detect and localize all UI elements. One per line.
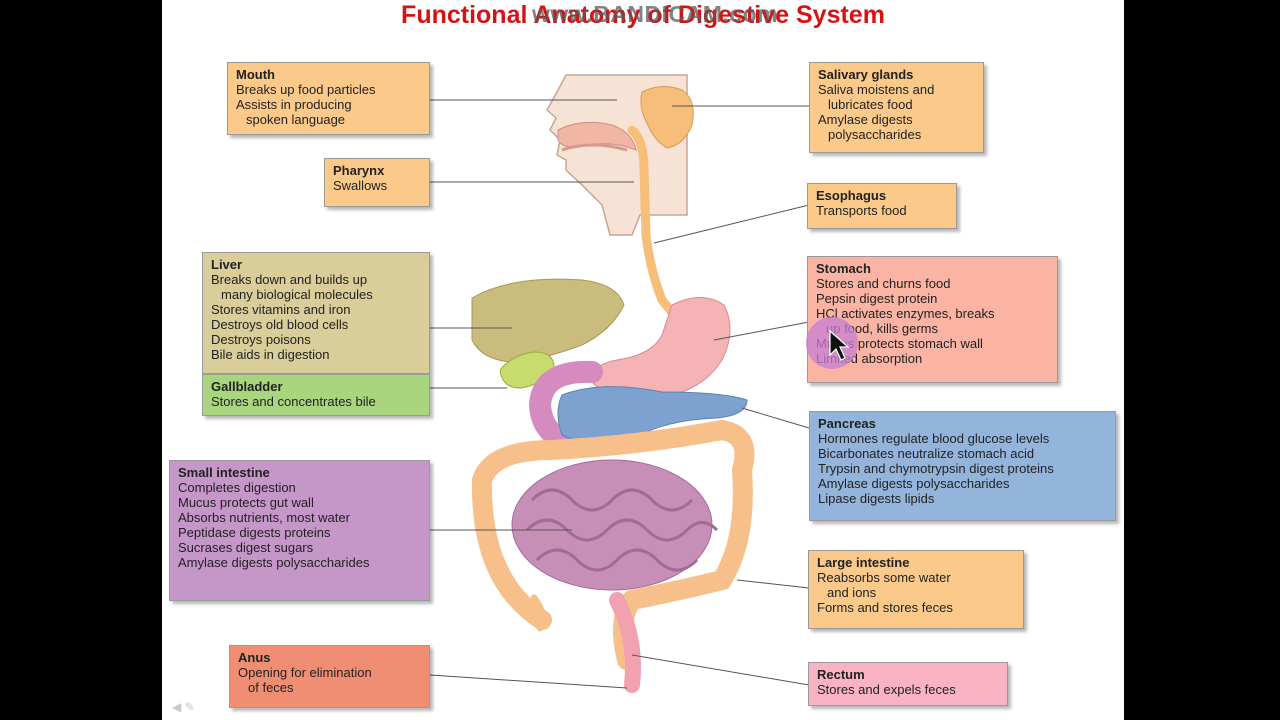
label-anus-line: of feces: [248, 680, 294, 695]
label-mouth: Mouth Breaks up food particles Assists i…: [227, 62, 430, 135]
cursor-highlight-icon: [806, 317, 858, 369]
label-gallbladder-heading: Gallbladder: [211, 379, 283, 394]
rectum-shape: [609, 592, 641, 693]
label-pancreas-line: Hormones regulate blood glucose levels: [818, 431, 1050, 446]
label-liver-line: Bile aids in digestion: [211, 347, 330, 362]
slide-nav-arrows-icon[interactable]: ◀ ✎: [172, 700, 195, 714]
duodenum-shape: [528, 360, 603, 456]
label-mouth-line: spoken language: [246, 112, 346, 127]
label-esophagus-line: Transports food: [816, 203, 907, 218]
label-salivary-glands: Salivary glands Saliva moistens and lubr…: [809, 62, 984, 153]
slide-title: Functional Anatomy of Digestive System: [401, 1, 885, 29]
label-large-intestine-line: Reabsorbs some water: [817, 570, 951, 585]
label-gallbladder: Gallbladder Stores and concentrates bile: [202, 374, 430, 416]
label-pharynx: Pharynx Swallows: [324, 158, 430, 207]
label-liver-line: Destroys old blood cells: [211, 317, 349, 332]
label-rectum-heading: Rectum: [817, 667, 865, 682]
label-large-intestine-line: and ions: [827, 585, 877, 600]
label-salivary-glands-line: Amylase digests: [818, 112, 913, 127]
liver-shape: [471, 278, 625, 363]
label-esophagus-heading: Esophagus: [816, 188, 887, 203]
label-mouth-heading: Mouth: [236, 67, 275, 82]
label-pancreas-heading: Pancreas: [818, 416, 876, 431]
label-salivary-glands-line: lubricates food: [828, 97, 913, 112]
label-pancreas-line: Trypsin and chymotrypsin digest proteins: [818, 461, 1054, 476]
label-pancreas-line: Lipase digests lipids: [818, 491, 935, 506]
label-stomach-heading: Stomach: [816, 261, 871, 276]
label-stomach-line: Pepsin digest protein: [816, 291, 938, 306]
label-liver-line: Stores vitamins and iron: [211, 302, 351, 317]
label-large-intestine-line: Forms and stores feces: [817, 600, 953, 615]
label-stomach-line: HCl activates enzymes, breaks: [816, 306, 995, 321]
salivary-gland-shape: [640, 86, 694, 149]
label-salivary-glands-heading: Salivary glands: [818, 67, 914, 82]
label-salivary-glands-line: polysaccharides: [828, 127, 922, 142]
recorder-watermark: www.BANDICAM.com: [532, 1, 779, 27]
label-salivary-glands-line: Saliva moistens and: [818, 82, 935, 97]
label-large-intestine-heading: Large intestine: [817, 555, 910, 570]
label-small-intestine-line: Peptidase digests proteins: [178, 525, 331, 540]
label-small-intestine-heading: Small intestine: [178, 465, 270, 480]
label-liver-heading: Liver: [211, 257, 243, 272]
label-small-intestine-line: Absorbs nutrients, most water: [178, 510, 350, 525]
pancreas-shape: [557, 386, 748, 445]
label-pancreas-line: Bicarbonates neutralize stomach acid: [818, 446, 1035, 461]
label-anus-line: Opening for elimination: [238, 665, 372, 680]
label-pharynx-line: Swallows: [333, 178, 388, 193]
label-liver: Liver Breaks down and builds up many bio…: [202, 252, 430, 374]
label-esophagus: Esophagus Transports food: [807, 183, 957, 229]
label-small-intestine-line: Mucus protects gut wall: [178, 495, 314, 510]
label-stomach: Stomach Stores and churns food Pepsin di…: [807, 256, 1058, 383]
esophagus-tube: [627, 125, 682, 323]
label-pancreas-line: Amylase digests polysaccharides: [818, 476, 1010, 491]
slide: Functional Anatomy of Digestive System w…: [162, 0, 1124, 720]
small-intestine-shape: [511, 459, 719, 591]
label-mouth-line: Assists in producing: [236, 97, 352, 112]
label-small-intestine-line: Completes digestion: [178, 480, 296, 495]
label-mouth-line: Breaks up food particles: [236, 82, 376, 97]
label-small-intestine-line: Amylase digests polysaccharides: [178, 555, 370, 570]
label-liver-line: Breaks down and builds up: [211, 272, 368, 287]
label-rectum-line: Stores and expels feces: [817, 682, 956, 697]
appendix-shape: [530, 594, 546, 632]
label-anus: Anus Opening for elimination of feces: [229, 645, 430, 708]
digestive-system-illustration: [324, 74, 810, 693]
label-anus-heading: Anus: [238, 650, 271, 665]
label-small-intestine: Small intestine Completes digestion Mucu…: [169, 460, 430, 601]
label-pancreas: Pancreas Hormones regulate blood glucose…: [809, 411, 1116, 521]
tongue: [561, 143, 628, 152]
label-liver-line: Destroys poisons: [211, 332, 311, 347]
label-small-intestine-line: Sucrases digest sugars: [178, 540, 314, 555]
label-large-intestine: Large intestine Reabsorbs some water and…: [808, 550, 1024, 629]
label-pharynx-heading: Pharynx: [333, 163, 385, 178]
large-intestine-shape: [471, 419, 755, 670]
label-rectum: Rectum Stores and expels feces: [808, 662, 1008, 706]
label-liver-line: many biological molecules: [221, 287, 373, 302]
label-gallbladder-line: Stores and concentrates bile: [211, 394, 376, 409]
label-stomach-line: Stores and churns food: [816, 276, 951, 291]
